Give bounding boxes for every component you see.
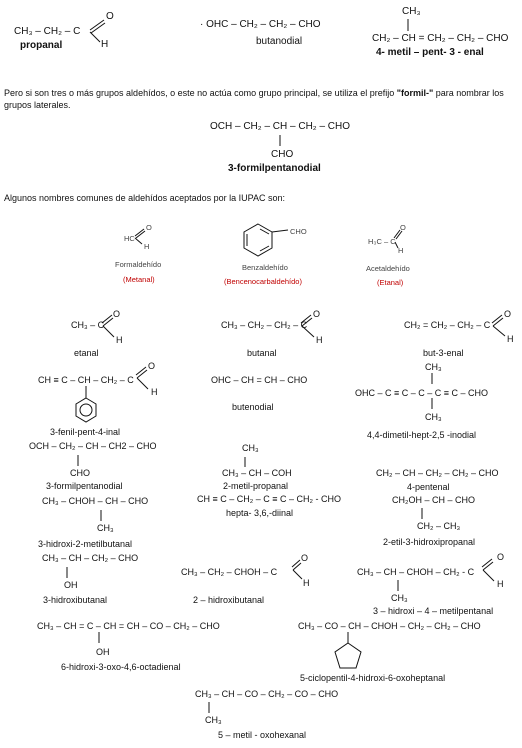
benzaldehido-name: Benzaldehído xyxy=(242,263,288,272)
oxohexanal-name: 5 – metil - oxohexanal xyxy=(218,730,307,740)
metilpropanal-formula: CH₃ – CH – COH xyxy=(222,468,292,478)
acetaldehido-iupac: (Etanal) xyxy=(377,278,404,287)
acetaldehido-h: H xyxy=(398,246,404,255)
formaldehido-h: H xyxy=(144,242,150,251)
metil-name: 4- metil – pent- 3 - enal xyxy=(376,47,484,58)
fenil-name: 3-fenil-pent-4-inal xyxy=(50,427,121,437)
octadienal-branch: OH xyxy=(96,647,110,657)
formaldehido-o: O xyxy=(146,223,152,232)
formaldehido-iupac: (Metanal) xyxy=(123,275,155,284)
metilpropanal-ch3: CH₃ xyxy=(242,443,259,453)
butanal-o: O xyxy=(313,309,321,319)
hidroxibutanal2-name: 2 – hidroxibutanal xyxy=(193,595,265,605)
formaldehido-name: Formaldehído xyxy=(115,260,162,269)
etanal-formula: CH₃ – C xyxy=(71,320,105,330)
octadienal-formula: CH₃ – CH = C – CH = CH – CO – CH₂ – CHO xyxy=(37,621,220,631)
etilhidroxi-branch: CH₂ – CH₃ xyxy=(417,521,461,531)
butanodial-name: butanodial xyxy=(256,36,303,47)
formaldehido-formula: HC xyxy=(124,234,135,243)
etilhidroxi-formula: CH₂OH – CH – CHO xyxy=(392,495,476,505)
etanal-h: H xyxy=(116,335,123,345)
paragraph-common: Algunos nombres comunes de aldehídos ace… xyxy=(4,193,285,203)
diinal-formula: CH ≡ C – CH₂ – C ≡ C – CH₂ - CHO xyxy=(197,494,342,504)
inodial-ch3-top: CH₃ xyxy=(425,362,442,372)
fenil-formula: CH ≡ C – CH – CH₂ – C xyxy=(38,375,134,385)
metil-ch3: CH₃ xyxy=(402,6,421,17)
oxohexanal-branch: CH₃ xyxy=(205,715,222,725)
hidroximetilpent-formula: CH₃ – CH – CHOH – CH₂ - C xyxy=(357,567,475,577)
butenal-h: H xyxy=(507,334,514,344)
hidroximetil-branch: CH₃ xyxy=(97,523,114,533)
inodial-name: 4,4-dimetil-hept-2,5 -inodial xyxy=(367,430,477,440)
formil-main-branch: CHO xyxy=(271,149,294,160)
formilpent-name: 3-formilpentanodial xyxy=(46,481,123,491)
butenal-o: O xyxy=(504,309,512,319)
propanal-h: H xyxy=(101,39,109,50)
propanal-name: propanal xyxy=(20,40,63,51)
butanal-formula: CH₃ – CH₂ – CH₂ – C xyxy=(221,320,308,330)
hidroxibutanal2-o: O xyxy=(301,553,309,563)
butenodial-name: butenodial xyxy=(232,402,274,412)
butanal-h: H xyxy=(316,335,323,345)
hidroxibutanal3-formula: CH₃ – CH – CH₂ – CHO xyxy=(42,553,139,563)
fenil-o: O xyxy=(148,361,156,371)
oxohexanal-formula: CH₃ – CH – CO – CH₂ – CO – CHO xyxy=(195,689,339,699)
hidroximetil-formula: CH₃ – CHOH – CH – CHO xyxy=(42,496,149,506)
pentenal-name: 4-pentenal xyxy=(407,482,450,492)
etanal-name: etanal xyxy=(74,348,99,358)
acetaldehido-formula: H₃C – C xyxy=(368,237,396,246)
butenal-formula: CH₂ = CH₂ – CH₂ – C xyxy=(404,320,491,330)
pentenal-formula: CH₂ – CH – CH₂ – CH₂ – CHO xyxy=(376,468,499,478)
hidroximetilpent-name: 3 – hidroxi – 4 – metilpentanal xyxy=(373,606,494,616)
metilpropanal-name: 2-metil-propanal xyxy=(223,481,289,491)
etanal-o: O xyxy=(113,309,121,319)
hidroximetil-name: 3-hidroxi-2-metilbutanal xyxy=(38,539,133,549)
diinal-name: hepta- 3,6,-diinal xyxy=(226,508,294,518)
inodial-ch3-bottom: CH₃ xyxy=(425,412,442,422)
hidroxibutanal2-formula: CH₃ – CH₂ – CHOH – C xyxy=(181,567,278,577)
benzaldehido-formula: CHO xyxy=(290,227,307,236)
ciclopentil-formula: CH₃ – CO – CH – CHOH – CH₂ – CH₂ – CHO xyxy=(298,621,481,631)
formil-main-name: 3-formilpentanodial xyxy=(228,163,321,174)
hidroximetilpent-o: O xyxy=(497,552,505,562)
propanal-formula: CH₃ – CH₂ – C xyxy=(14,26,81,37)
benzaldehido-iupac: (Bencenocarbaldehído) xyxy=(224,277,302,286)
acetaldehido-name: Acetaldehído xyxy=(366,264,410,273)
formilpent-formula: OCH – CH₂ – CH – CH2 – CHO xyxy=(29,441,157,451)
paragraph-formil: Pero si son tres o más grupos aldehídos,… xyxy=(4,88,504,110)
propanal-o: O xyxy=(106,11,114,22)
etilhidroxi-name: 2-etil-3-hidroxipropanal xyxy=(383,537,476,547)
hidroxibutanal3-branch: OH xyxy=(64,580,78,590)
ciclopentil-name: 5-ciclopentil-4-hidroxi-6-oxoheptanal xyxy=(300,673,446,683)
fenil-h: H xyxy=(151,387,158,397)
butenal-name: but-3-enal xyxy=(423,348,464,358)
hidroxibutanal3-name: 3-hidroxibutanal xyxy=(43,595,108,605)
butanodial-formula: · OHC – CH₂ – CH₂ – CHO xyxy=(200,19,321,30)
butenodial-formula: OHC – CH = CH – CHO xyxy=(211,375,308,385)
hidroximetilpent-h: H xyxy=(497,579,504,589)
formilpent-branch: CHO xyxy=(70,468,90,478)
butanal-name: butanal xyxy=(247,348,277,358)
hidroximetilpent-branch: CH₃ xyxy=(391,593,408,603)
hidroxibutanal2-h: H xyxy=(303,578,310,588)
acetaldehido-o: O xyxy=(400,223,406,232)
metil-formula: CH₂ – CH = CH₂ – CH₂ – CHO xyxy=(372,33,509,44)
formil-main-formula: OCH – CH₂ – CH – CH₂ – CHO xyxy=(210,121,351,132)
inodial-formula: OHC – C ≡ C – C – C ≡ C – CHO xyxy=(355,388,489,398)
octadienal-name: 6-hidroxi-3-oxo-4,6-octadienal xyxy=(61,662,181,672)
